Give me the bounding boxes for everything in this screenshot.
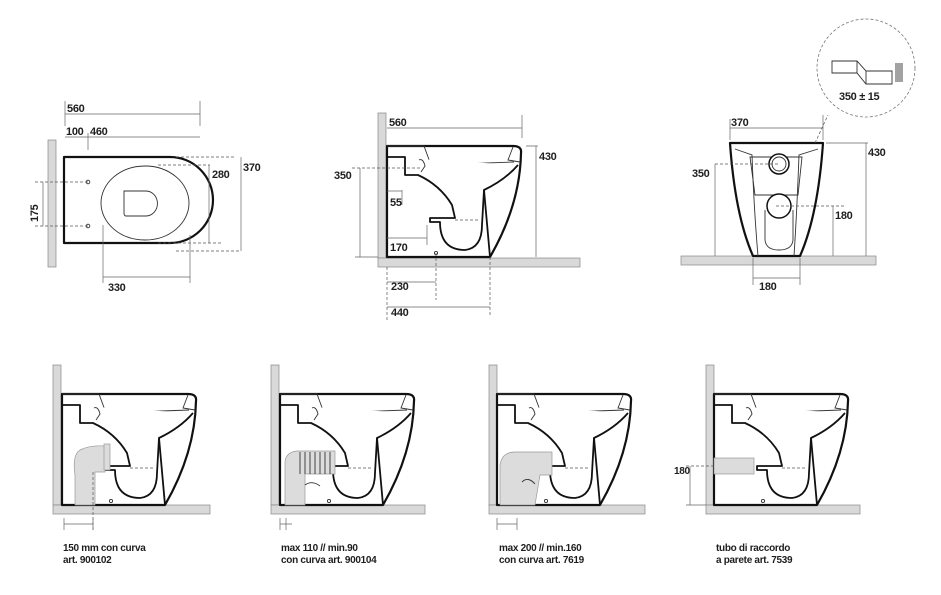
- variant-3: max 200 // min.160 con curva art. 7619: [488, 364, 646, 566]
- connector-pipe-icon: [831, 60, 893, 85]
- dim-width: 370: [731, 117, 749, 129]
- callout-detail: 350 ± 15: [816, 18, 916, 118]
- variant-caption: max 200 // min.160: [499, 543, 582, 554]
- wall-connector-pipe: [713, 457, 755, 475]
- dim-350: 350: [334, 170, 352, 182]
- dim-230: 230: [391, 281, 409, 293]
- dim-350: 350: [692, 168, 710, 180]
- floor: [680, 255, 877, 266]
- wall: [47, 139, 57, 268]
- dim-330: 330: [108, 282, 126, 294]
- dim-180-horizontal: 180: [759, 281, 777, 293]
- dim-280: 280: [212, 169, 230, 181]
- toilet-outline: [62, 155, 215, 245]
- offset-pipe: [499, 451, 553, 506]
- bowl-opening: [123, 190, 158, 217]
- dim-height: 430: [539, 151, 557, 163]
- dim-length: 560: [67, 103, 85, 115]
- variant-caption: art. 900102: [63, 555, 112, 566]
- variant-caption: 150 mm con curva: [63, 543, 146, 554]
- dim-55: 55: [390, 197, 402, 209]
- dim-170: 170: [390, 242, 408, 254]
- dim-440: 440: [391, 307, 409, 319]
- variant-4: 180 tubo di raccordo a parete art. 7539: [674, 364, 861, 566]
- front-view: 370 430 350 180 180 350 ± 15: [680, 18, 916, 293]
- variant-caption: tubo di raccordo: [716, 543, 790, 554]
- dim-length: 560: [389, 117, 407, 129]
- seat-outline: [100, 165, 190, 241]
- dim-height: 430: [868, 147, 886, 159]
- variant-caption: con curva art. 900104: [281, 555, 377, 566]
- side-view: 560 430 350 55 170 230 440: [334, 112, 581, 320]
- floor: [377, 257, 581, 268]
- dim-100: 100: [66, 126, 84, 138]
- callout-dimension: 350 ± 15: [839, 91, 880, 103]
- variant-caption: con curva art. 7619: [499, 555, 585, 566]
- dim-175: 175: [29, 204, 41, 222]
- dim-180: 180: [674, 466, 691, 477]
- variant-caption: a parete art. 7539: [716, 555, 793, 566]
- variant-1: 150 mm con curva art. 900102: [52, 364, 211, 566]
- dim-width: 370: [243, 162, 261, 174]
- dim-180-vertical: 180: [835, 210, 853, 222]
- top-view: 560 100 460 370 280 175 330: [29, 101, 261, 294]
- variant-caption: max 110 // min.90: [281, 543, 358, 554]
- variant-2: max 110 // min.90 con curva art. 900104: [270, 364, 426, 566]
- dim-460: 460: [90, 126, 108, 138]
